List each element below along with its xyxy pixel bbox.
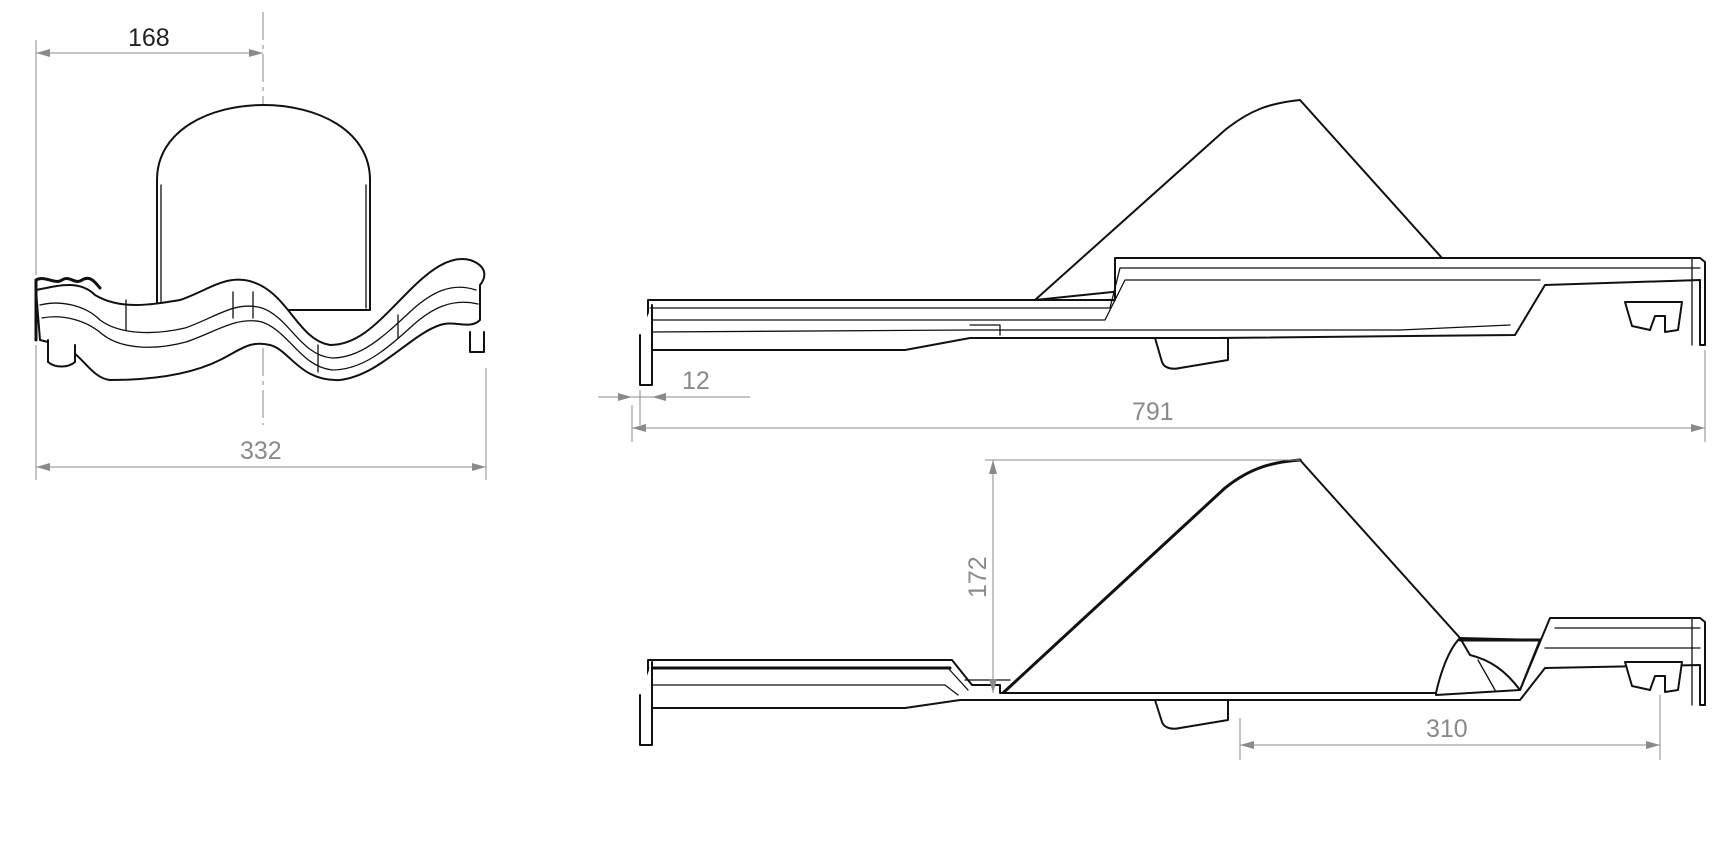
- upper-vent-hood: [1034, 99, 1443, 301]
- front-tile-upper: [35, 258, 486, 382]
- lower-bracket-line: [1477, 659, 1496, 691]
- lower-bottom-tab: [1154, 699, 1229, 730]
- dim-332-label: 332: [240, 437, 282, 465]
- dim-172-arrow-bottom: [989, 679, 997, 693]
- upper-left-end: [639, 304, 653, 386]
- lower-base-line-2: [649, 684, 959, 696]
- front-right-hook: [469, 331, 485, 353]
- lower-vent-hood: [1002, 459, 1461, 694]
- dim-168-arrow-right: [249, 49, 263, 57]
- dim-172-label: 172: [964, 556, 992, 598]
- dim-310-arrow-left: [1240, 741, 1254, 749]
- upper-bottom-tab: [1154, 337, 1229, 370]
- upper-base-line-3: [649, 324, 1511, 333]
- dim-12-label: 12: [682, 367, 710, 395]
- front-tile-rib-2: [41, 301, 479, 371]
- upper-base-line-4: [969, 324, 1001, 336]
- dim-12-arrow-left: [618, 393, 632, 401]
- lower-left-end: [639, 661, 653, 746]
- dim-791-arrow-left: [632, 424, 646, 432]
- lower-hood-bracket: [1459, 637, 1541, 691]
- upper-base-line-1: [649, 267, 1701, 309]
- dim-168-label: 168: [128, 24, 170, 52]
- dim-12-arrow-right: [652, 393, 666, 401]
- front-tile-rib-1: [39, 286, 477, 359]
- dim-791-label: 791: [1132, 398, 1174, 426]
- upper-base-line-2: [649, 279, 1541, 321]
- front-tile-left-end: [34, 276, 102, 342]
- dim-791-arrow-right: [1691, 424, 1705, 432]
- upper-right-clip: [1624, 301, 1683, 333]
- dim-310-label: 310: [1426, 715, 1468, 743]
- upper-base-body: [647, 257, 1706, 351]
- dim-332-arrow-right: [472, 463, 486, 471]
- dim-332-arrow-left: [36, 463, 50, 471]
- front-view: 168 332: [34, 12, 487, 480]
- front-dome: [156, 104, 371, 311]
- dim-172-arrow-top: [989, 460, 997, 474]
- side-view-upper: 12 791: [598, 99, 1706, 442]
- dim-168-arrow-left: [36, 49, 50, 57]
- side-view-lower: 172 310: [639, 458, 1706, 760]
- lower-vent-hood-edge: [1001, 458, 1302, 695]
- dim-310-arrow-right: [1646, 741, 1660, 749]
- lower-right-clip: [1624, 661, 1683, 693]
- front-left-hook: [47, 339, 76, 368]
